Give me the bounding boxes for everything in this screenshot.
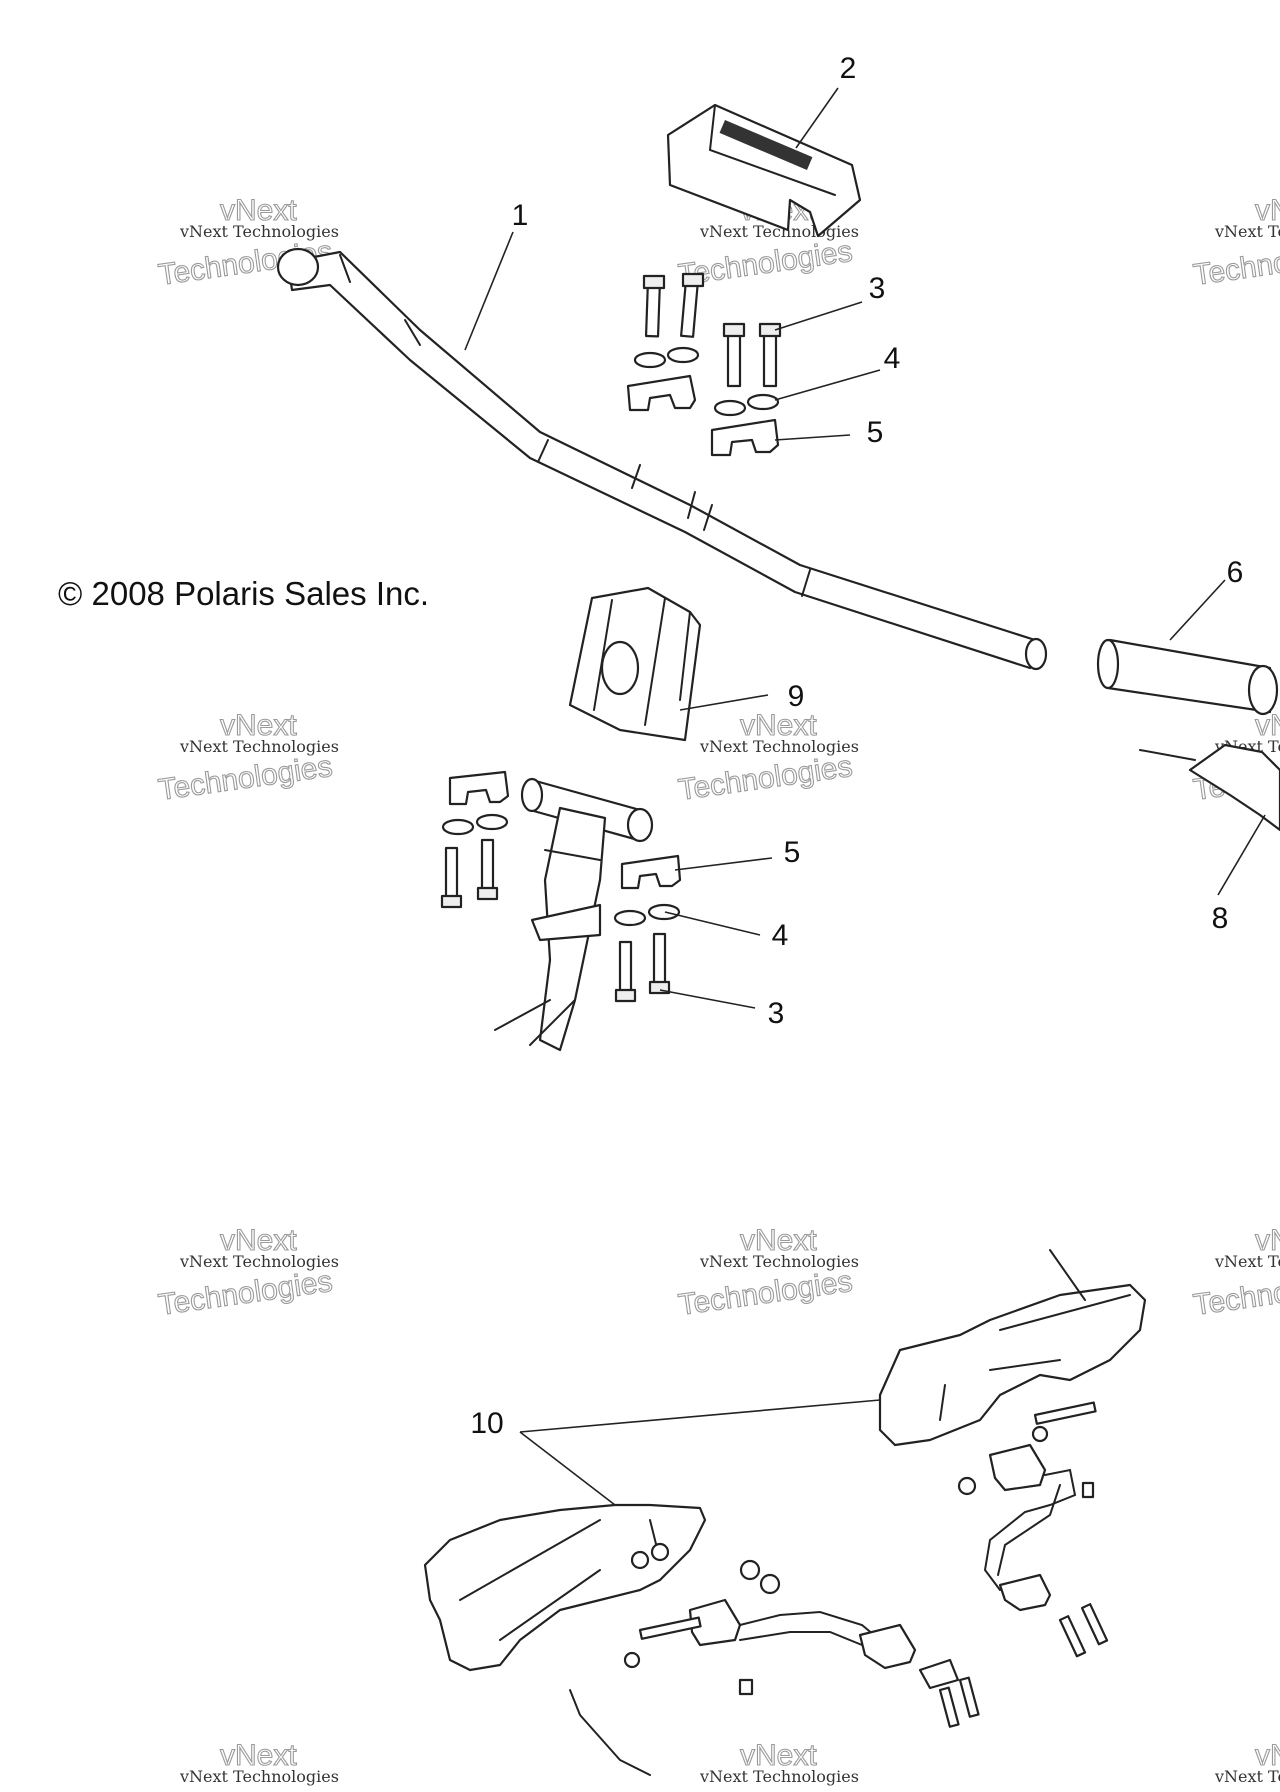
handlebar [276,247,1048,671]
watermark-text: vNext Technologies [699,737,859,756]
hand-guard-right-mount [957,1401,1109,1658]
watermark-logo: vNext [220,1739,297,1772]
callout-1: 1 [512,199,529,232]
watermark-logo: vNext [220,709,297,742]
callout-2: 2 [840,52,857,85]
watermark-text: vNext Technologies [179,1252,339,1271]
watermark-logo: vNext [1255,1739,1280,1772]
callout-8: 8 [1212,902,1229,935]
leader-lines [464,87,1266,1506]
watermark-logo: Technologies [1191,1265,1280,1322]
callout-4: 4 [884,342,901,375]
watermark: vNext vNext Technologies [1214,1738,1280,1786]
watermark: vNext vNext Technologies Technologies [1191,1223,1280,1322]
watermark-logo: vNext [740,709,817,742]
watermark-text: vNext Technologies [1214,1252,1280,1271]
lower-clamp-hardware [440,770,682,1003]
watermark: vNext vNext Technologies Technologies [156,708,339,807]
watermark: vNext vNext Technologies Technologies [676,708,859,807]
callout-9: 9 [788,680,805,713]
watermark-logo: vNext [740,1739,817,1772]
watermark: vNext vNext Technologies Technologies [156,1223,339,1322]
hand-guard-left-mount [569,1559,980,1776]
watermark-text: vNext Technologies [179,1767,339,1786]
watermark-text: vNext Technologies [1214,222,1280,241]
watermark-text: vNext Technologies [1214,1767,1280,1786]
watermark-text: vNext Technologies [699,1252,859,1271]
watermark-logo: Technologies [156,750,334,807]
watermark: vNext vNext Technologies Technologies [1191,193,1280,292]
watermark: vNext vNext Technologies [699,1738,859,1786]
callout-labels: 1 2 3 4 5 6 8 9 5 4 3 10 [470,52,1243,1440]
callout-6: 6 [1227,556,1244,589]
watermark-logo: Technologies [156,1265,334,1322]
copyright-notice: © 2008 Polaris Sales Inc. [58,575,429,612]
watermark-logo: Technologies [676,1265,854,1322]
hand-guard-left [423,1503,707,1672]
watermark: vNext vNext Technologies Technologies [676,1223,859,1322]
watermark-text: vNext Technologies [179,222,339,241]
watermark-logo: vNext [1255,1224,1280,1257]
watermark-text: vNext Technologies [179,737,339,756]
grip [1096,638,1279,716]
pad-logo [719,120,813,171]
hand-guard-right [878,1249,1147,1447]
callout-4-lower: 4 [772,919,789,952]
upper-clamp-hardware [626,272,782,457]
watermark-text: vNext Technologies [699,1767,859,1786]
watermark-logo: vNext [220,1224,297,1257]
handlebar-pad [666,103,862,238]
watermark-logo: vNext [1255,194,1280,227]
callout-5-lower: 5 [784,836,801,869]
steering-post [494,777,654,1052]
callout-3: 3 [869,272,886,305]
watermark-logo: Technologies [1191,235,1280,292]
riser-cover [568,586,702,742]
callout-5: 5 [867,416,884,449]
callout-3-lower: 3 [768,997,785,1030]
watermark: vNext vNext Technologies [179,1738,339,1786]
part-8 [1139,743,1280,832]
callout-10: 10 [470,1407,503,1440]
watermark-logo: vNext [220,194,297,227]
watermark-logo: Technologies [676,750,854,807]
watermark-logo: vNext [740,1224,817,1257]
